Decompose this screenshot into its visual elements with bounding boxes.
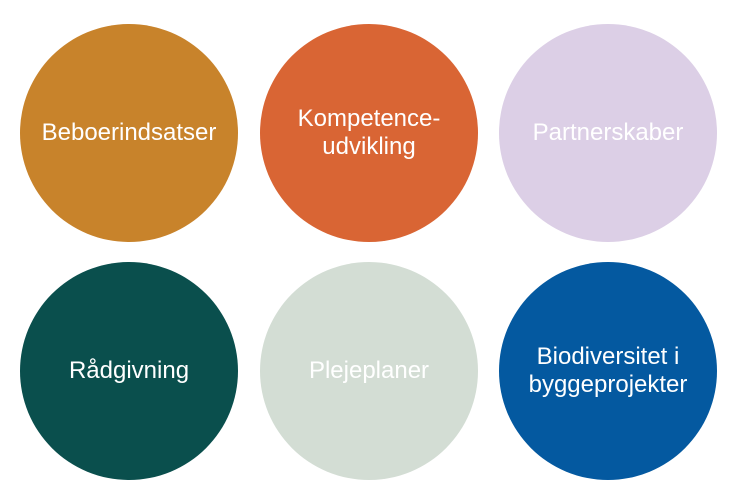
circle-label: Biodiversitet i byggeprojekter	[528, 343, 688, 398]
circle-kompetenceudvikling: Kompetence- udvikling	[260, 24, 478, 242]
circle-label: Plejeplaner	[308, 357, 430, 384]
circle-plejeplaner: Plejeplaner	[260, 262, 478, 480]
circle-label: Rådgivning	[68, 357, 190, 384]
circle-label: Partnerskaber	[532, 119, 684, 146]
circle-label: Kompetence- udvikling	[297, 105, 441, 160]
circle-biodiversitet-i-byggeprojekter: Biodiversitet i byggeprojekter	[499, 262, 717, 480]
circle-raadgivning: Rådgivning	[20, 262, 238, 480]
circle-label: Beboerindsatser	[41, 119, 217, 146]
circle-partnerskaber: Partnerskaber	[499, 24, 717, 242]
circle-beboerindsatser: Beboerindsatser	[20, 24, 238, 242]
